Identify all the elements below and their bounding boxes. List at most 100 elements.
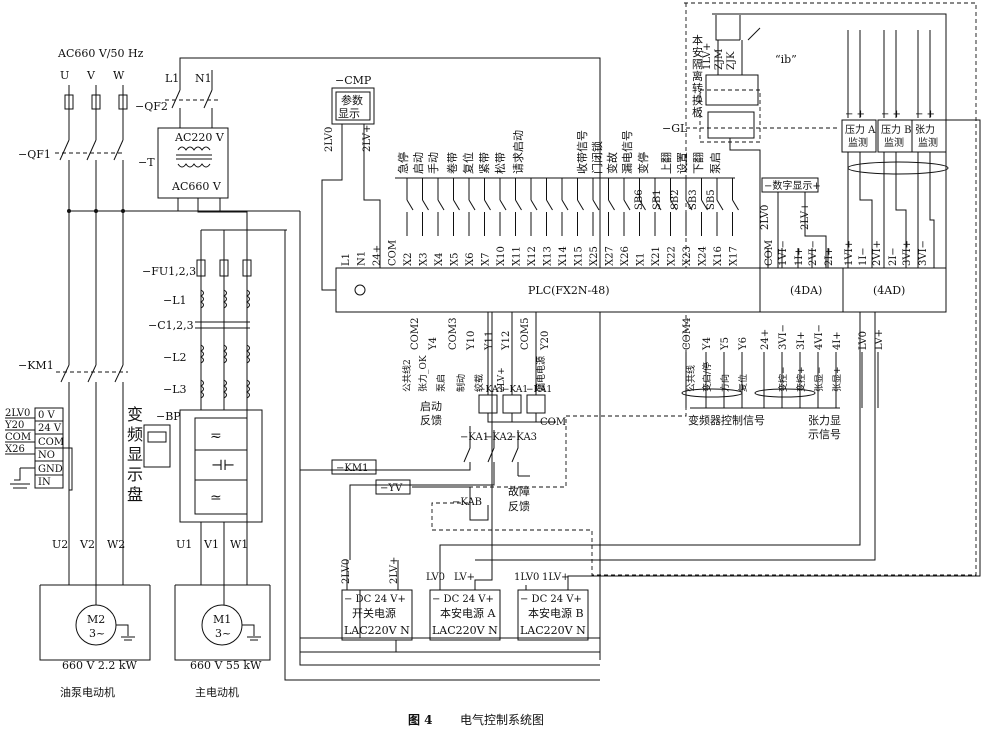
ib-title-1: 本 [692,33,703,47]
oil-motor-ground [116,624,135,641]
output-right-labels: 公共线变启/停方向复位变控−变控+张显−张显+ [685,362,843,392]
plc-input-term-X25: X25 [589,246,600,266]
dc-left-1: 2LV0 [5,408,30,419]
oil-motor-caption: 油泵电动机 [60,685,115,699]
plc-input-term-X6: X6 [465,253,476,266]
plc-input-term-X15: X15 [574,246,585,266]
out-right-term-8: 4I+ [832,331,843,350]
intrinsically-safe-boundary [431,2,977,576]
plc-port [354,284,366,296]
plc-input-term-X7: X7 [481,253,492,266]
psu-ac-2: LAC220V N [520,624,586,637]
ib-title-7: 板 [692,105,703,119]
filter-section [195,229,252,410]
out-right-label-6: 张显− [814,366,825,392]
plc-input-term-X1: X1 [636,253,647,266]
plc-input-term-24+: 24+ [372,245,383,266]
l1-label: L1 [165,72,179,85]
dc-right-2: 24 V [38,423,62,434]
inverter-symbol: ≃ [210,490,222,506]
sb2-label: SB2 [670,189,681,210]
sb5-label: SB5 [706,189,717,210]
out-left-label-5: 2LV+ [497,367,507,392]
figure-title: 电气控制系统图 [460,712,544,727]
psu-name-2: 本安电源 B [528,606,584,620]
start-feedback-1: 启动 [420,400,442,413]
transformer-secondary: AC660 V [171,180,222,193]
ib-title-2: 安 [692,45,703,59]
out-right-label-3: 复位 [737,374,749,392]
transformer-primary: AC220 V [174,131,225,144]
out-right-term-1: Y4 [702,337,713,351]
out-right-term-3: Y6 [738,337,749,351]
out-left-term-Y12: Y12 [501,331,512,351]
plc-input-label-0: 急停 [396,152,410,174]
out-right-label-4: 变控− [777,366,789,392]
ad-term-5: 3VI− [918,240,929,266]
main-motor-id: M1 [213,613,231,626]
plc-input-labels: 急停启动手动卷带复位紧带松带请求启动收带信号门闭锁变故漏电信号变停上翻设置下翻泵… [396,130,722,174]
inverter-inner [194,417,248,515]
psu-box-2 [517,589,589,641]
plc-name: PLC(FX2N-48) [528,284,610,297]
sensor-pol-1: − + [881,109,901,120]
ad-terminals: 1VI+1I−2VI+2I−3VI+3VI− [844,240,929,266]
three-phase-lines [55,85,300,560]
ib-term-1: 1LV+ [702,43,713,70]
sensor-wires [712,13,949,268]
supply-main-label: AC660 V/50 Hz [57,47,144,60]
plc-input-label-6: 松带 [493,152,507,174]
sensor-box-0 [841,119,877,153]
out-right-term-2: Y5 [720,337,731,351]
psu-name-1: 本安电源 A [440,606,496,620]
plc-input-term-X26: X26 [620,246,631,266]
plc-input-term-X16: X16 [713,246,724,266]
psu-ac-1: LAC220V N [432,624,498,637]
tension-display-caption-1: 张力显 [808,414,841,427]
plc-input-term-X5: X5 [450,253,461,266]
main-motor-ground [242,624,261,641]
l1-choke-label: −L1 [163,294,187,307]
figure-number: 图 4 [408,713,433,727]
out-right-label-5: 变控+ [795,366,807,392]
ib-board [699,15,761,268]
out-right-label-1: 变启/停 [701,362,713,392]
plc-input-label-2: 手动 [426,152,440,174]
plc-input-term-X22: X22 [667,246,678,266]
digital-display-label: −数字显示+ [764,179,821,192]
plc-input-label-3: 卷带 [445,152,459,174]
ib-title-4: 离 [692,69,703,83]
ka1-coil-a: −KA1 [478,385,504,395]
plc-input-term-X27: X27 [605,246,616,266]
bottom-bus [284,211,600,681]
ib-title-3: 隔 [692,58,703,71]
transformer-id: −T [138,156,155,169]
ib-title-6: 换 [692,93,703,107]
fuse-label: −FU1,2,3 [142,265,196,278]
gl-label: −GL [662,122,688,135]
oil-motor-frame [39,585,151,661]
qf2-label: −QF2 [135,100,168,113]
ad-term-4: 3VI+ [902,240,913,266]
out-left-label-1: 张力_OK [417,355,429,392]
plc-input-label-7: 请求启动 [512,130,525,174]
display-term-1: 2LV0 [760,205,771,230]
sensor-sub-1: 监测 [884,136,904,149]
sensor-label-1: 压力 B [881,123,912,136]
out-left-label-3: 制动 [455,374,467,392]
psu-t1-2: 1LV+ [542,572,569,583]
psu-t0-2: 1LV0 [514,572,539,583]
out-right-term-9: LV0 [858,331,869,350]
relay-contacts [300,426,530,560]
bp-id: −BP [156,410,181,423]
ad-term-1: 1I− [858,247,869,266]
plc-input-label-8: 收带信号 [575,130,589,174]
sb1-label: SB1 [652,189,663,210]
out-left-label-4: 绞载 [473,374,485,392]
plc-input-label-10: 变故 [605,152,619,174]
dc-right-6: IN [38,477,51,488]
plc-input-label-5: 紧带 [478,152,491,174]
